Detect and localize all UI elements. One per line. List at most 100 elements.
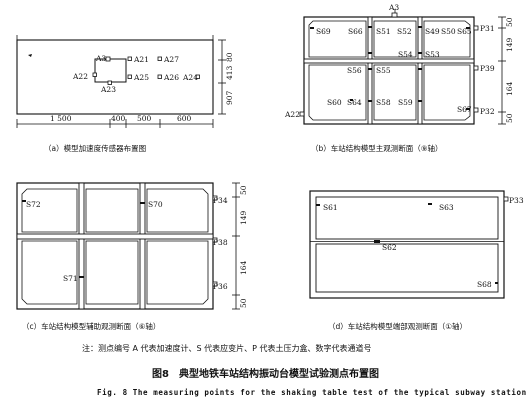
panel-a-container <box>16 39 214 115</box>
label-s70: S70 <box>148 200 163 209</box>
dim-a-600: 600 <box>177 114 192 123</box>
label-p36: P36 <box>213 282 228 291</box>
panel-c-middle-slab <box>16 233 214 240</box>
panel-c-room-tm <box>85 188 139 233</box>
panel-b-gauges <box>310 26 470 110</box>
label-s55: S55 <box>376 66 391 75</box>
label-s53: S53 <box>425 50 440 59</box>
sensor-a21 <box>127 56 132 61</box>
cell-p33 <box>503 196 509 202</box>
label-s69: S69 <box>316 27 331 36</box>
dim-b-50-bottom: 50 <box>505 113 514 123</box>
sensor-a23 <box>107 80 112 85</box>
label-a25: A25 <box>133 73 149 82</box>
panel-d-gauges <box>316 203 498 284</box>
label-s50: S50 <box>441 27 456 36</box>
panel-c-room-tr <box>146 188 209 233</box>
panel-c-room-tl <box>21 188 78 233</box>
dim-b-149: 149 <box>505 37 514 52</box>
dim-c-164: 164 <box>239 260 248 275</box>
panel-b-room-bl <box>308 64 367 121</box>
label-b-a22: A22 <box>284 110 300 119</box>
cell-p31 <box>473 25 479 31</box>
label-a22: A22 <box>72 72 88 81</box>
panel-d-outer-frame <box>309 190 505 299</box>
dim-b-164: 164 <box>505 81 514 96</box>
label-s60: S60 <box>327 98 342 107</box>
panel-c-dims-right: 50 149 164 50 <box>232 182 248 310</box>
label-p34: P34 <box>213 196 228 205</box>
sensor-a26 <box>157 74 162 79</box>
panel-b-dims-right: 50 149 164 50 <box>498 16 514 125</box>
label-s64: S64 <box>347 98 362 107</box>
cell-p34 <box>212 195 218 201</box>
label-s54: S54 <box>398 50 413 59</box>
cell-p38 <box>212 237 218 243</box>
panel-b-room-tm <box>373 20 417 58</box>
caption-d: （d）车站结构模型端部观测断面（①轴） <box>328 321 467 331</box>
sensor-b-a22 <box>299 111 305 117</box>
label-p39: P39 <box>480 64 495 73</box>
cell-p39 <box>473 65 479 71</box>
label-a27: A27 <box>163 55 179 64</box>
sensor-b-a3 <box>391 12 398 18</box>
dim-a-500: 500 <box>137 114 152 123</box>
sensor-a24 <box>195 74 200 79</box>
sensor-a27 <box>157 56 162 61</box>
panel-c-room-bl <box>21 240 78 305</box>
label-s61: S61 <box>323 203 338 212</box>
panel-c-gauges <box>22 200 145 278</box>
dim-c-50-top: 50 <box>239 185 248 195</box>
caption-a: （a）模型加速度传感器布置图 <box>44 143 146 153</box>
panel-c-room-br <box>146 240 209 305</box>
panel-c-column-left <box>78 182 85 310</box>
panel-b-room-tl <box>308 20 367 58</box>
panel-c-column-right <box>139 182 146 310</box>
label-a26: A26 <box>163 73 179 82</box>
dim-a-400: 400 <box>111 114 126 123</box>
panel-a-corner-mark <box>28 54 32 57</box>
panel-d-inner-bottom <box>315 243 499 293</box>
label-s71: S71 <box>63 274 78 283</box>
panel-b-column-right <box>417 16 423 125</box>
cell-p32 <box>473 107 479 113</box>
panel-b-room-tr <box>423 20 471 58</box>
panel-b-middle-slab <box>303 58 475 64</box>
label-s65: S65 <box>457 27 472 36</box>
label-s63: S63 <box>439 203 454 212</box>
panel-a-dims-bottom: 1 500 400 500 600 <box>16 114 214 128</box>
label-s72: S72 <box>26 200 41 209</box>
label-a23: A23 <box>100 85 116 94</box>
caption-b: （b）车站结构模型主观测断面（⑨轴） <box>311 143 442 153</box>
cell-p36 <box>212 281 218 287</box>
label-p31: P31 <box>480 24 495 33</box>
panel-b-column-left <box>367 16 373 125</box>
dim-a-1500: 1 500 <box>50 114 72 123</box>
label-s59: S59 <box>398 98 413 107</box>
panel-a-dims-right: 80 413 907 <box>218 39 234 115</box>
panel-d-inner-top <box>315 196 499 240</box>
panel-c-room-bm <box>85 240 139 305</box>
panel-d: S61 S63 S62 S68 P33 （d）车站结构模型端部观测断面（①轴） <box>309 190 524 331</box>
label-a3: A3 <box>95 54 106 63</box>
sensor-a3 <box>105 56 111 62</box>
label-s49: S49 <box>425 27 440 36</box>
sensor-a22 <box>92 72 97 77</box>
label-a24: A24 <box>182 73 198 82</box>
label-s68: S68 <box>477 280 492 289</box>
label-p33: P33 <box>509 196 524 205</box>
dim-a-907: 907 <box>225 90 234 105</box>
label-p32: P32 <box>480 107 495 116</box>
panel-b-outer-frame <box>303 16 475 125</box>
sensor-a25 <box>127 74 132 79</box>
label-a21: A21 <box>133 55 149 64</box>
label-s62: S62 <box>382 243 397 252</box>
dim-b-50-top: 50 <box>505 17 514 27</box>
panel-c: S72 S70 S71 P34 P38 P36 50 149 164 50 （c… <box>16 182 248 331</box>
panel-a: A3 A21 A27 A22 A25 A26 A24 A23 1 500 400… <box>16 35 234 153</box>
dim-a-80: 80 <box>225 52 234 62</box>
label-s66: S66 <box>348 27 363 36</box>
figure-note: 注：测点编号 A 代表加速度计、S 代表应变片、P 代表土压力盒、数字代表通道号 <box>82 343 372 353</box>
label-b-a3: A3 <box>388 3 399 12</box>
